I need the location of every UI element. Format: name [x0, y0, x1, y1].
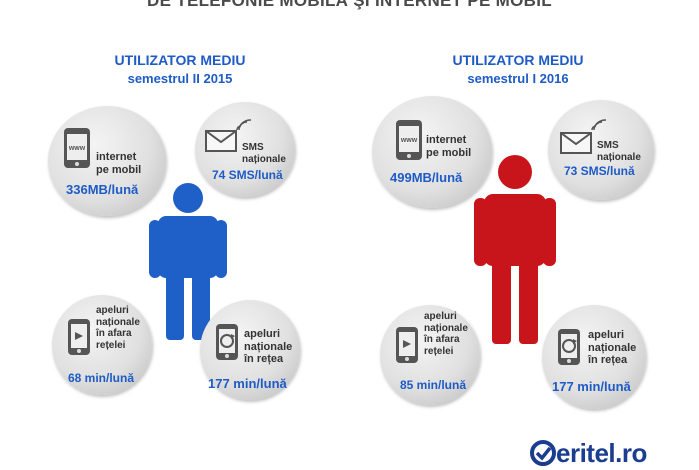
envelope-icon — [205, 130, 237, 152]
phone-arrow-icon — [396, 327, 418, 363]
internet-label: internet pe mobil — [426, 134, 472, 159]
calls-off-network-bubble: apeluri naționale în afara rețelei 68 mi… — [52, 295, 152, 395]
internet-label: internet pe mobil — [96, 151, 142, 176]
internet-value: 499MB/lună — [390, 170, 463, 185]
logo-text: eritel.ro — [556, 438, 647, 468]
calls-off-value: 85 min/lună — [400, 378, 467, 392]
calls-on-label: apeluri naționale în rețea — [588, 329, 637, 367]
sms-bubble: SMS naționale 73 SMS/lună — [548, 100, 654, 200]
sms-label: SMS naționale — [597, 140, 641, 163]
signal-icon — [591, 119, 607, 131]
calls-on-value: 177 min/lună — [552, 379, 631, 394]
phone-refresh-icon — [558, 329, 580, 365]
group-period-label: semestrul II 2015 — [127, 71, 233, 86]
person-figure-blue — [149, 183, 227, 340]
phone-refresh-icon — [216, 324, 238, 360]
calls-off-label: apeluri naționale în afara rețelei — [96, 305, 140, 351]
brand-logo: eritel.ro — [530, 438, 647, 469]
phone-arrow-icon — [68, 319, 90, 355]
svg-text:www: www — [400, 137, 418, 144]
phone-www-icon: www — [64, 128, 90, 168]
calls-off-network-bubble: apeluri naționale în afara rețelei 85 mi… — [380, 305, 480, 405]
calls-on-value: 177 min/lună — [208, 376, 287, 391]
sms-bubble: SMS naționale 74 SMS/lună — [195, 102, 295, 197]
page-title: DE TELEFONIE MOBILĂ ŞI INTERNET PE MOBIL — [147, 0, 552, 10]
calls-off-value: 68 min/lună — [68, 371, 135, 385]
internet-bubble: www internet pe mobil 499MB/lună — [372, 96, 492, 208]
sms-value: 74 SMS/lună — [212, 168, 283, 182]
sms-value: 73 SMS/lună — [564, 164, 635, 178]
internet-bubble: www internet pe mobil 336MB/lună — [48, 106, 166, 216]
calls-on-network-bubble: apeluri naționale în rețea 177 min/lună — [542, 305, 646, 409]
sms-label: SMS naționale — [242, 142, 286, 165]
group-title-label: UTILIZATOR MEDIU — [452, 52, 584, 68]
group-period-label: semestrul I 2016 — [467, 71, 569, 86]
calls-on-label: apeluri naționale în rețea — [244, 328, 293, 366]
phone-www-icon: www — [396, 120, 422, 160]
internet-value: 336MB/lună — [66, 182, 139, 197]
calls-off-label: apeluri naționale în afara rețelei — [424, 311, 468, 357]
calls-on-network-bubble: apeluri naționale în rețea 177 min/lună — [200, 300, 300, 400]
group-title-2015: UTILIZATOR MEDIU semestrul II 2015 — [80, 52, 280, 86]
svg-text:www: www — [68, 145, 86, 152]
group-title-label: UTILIZATOR MEDIU — [114, 52, 246, 68]
signal-icon — [236, 119, 252, 131]
person-figure-red — [474, 155, 556, 344]
envelope-icon — [560, 132, 592, 154]
group-title-2016: UTILIZATOR MEDIU semestrul I 2016 — [418, 52, 618, 86]
checkmark-logo-icon — [530, 440, 556, 466]
